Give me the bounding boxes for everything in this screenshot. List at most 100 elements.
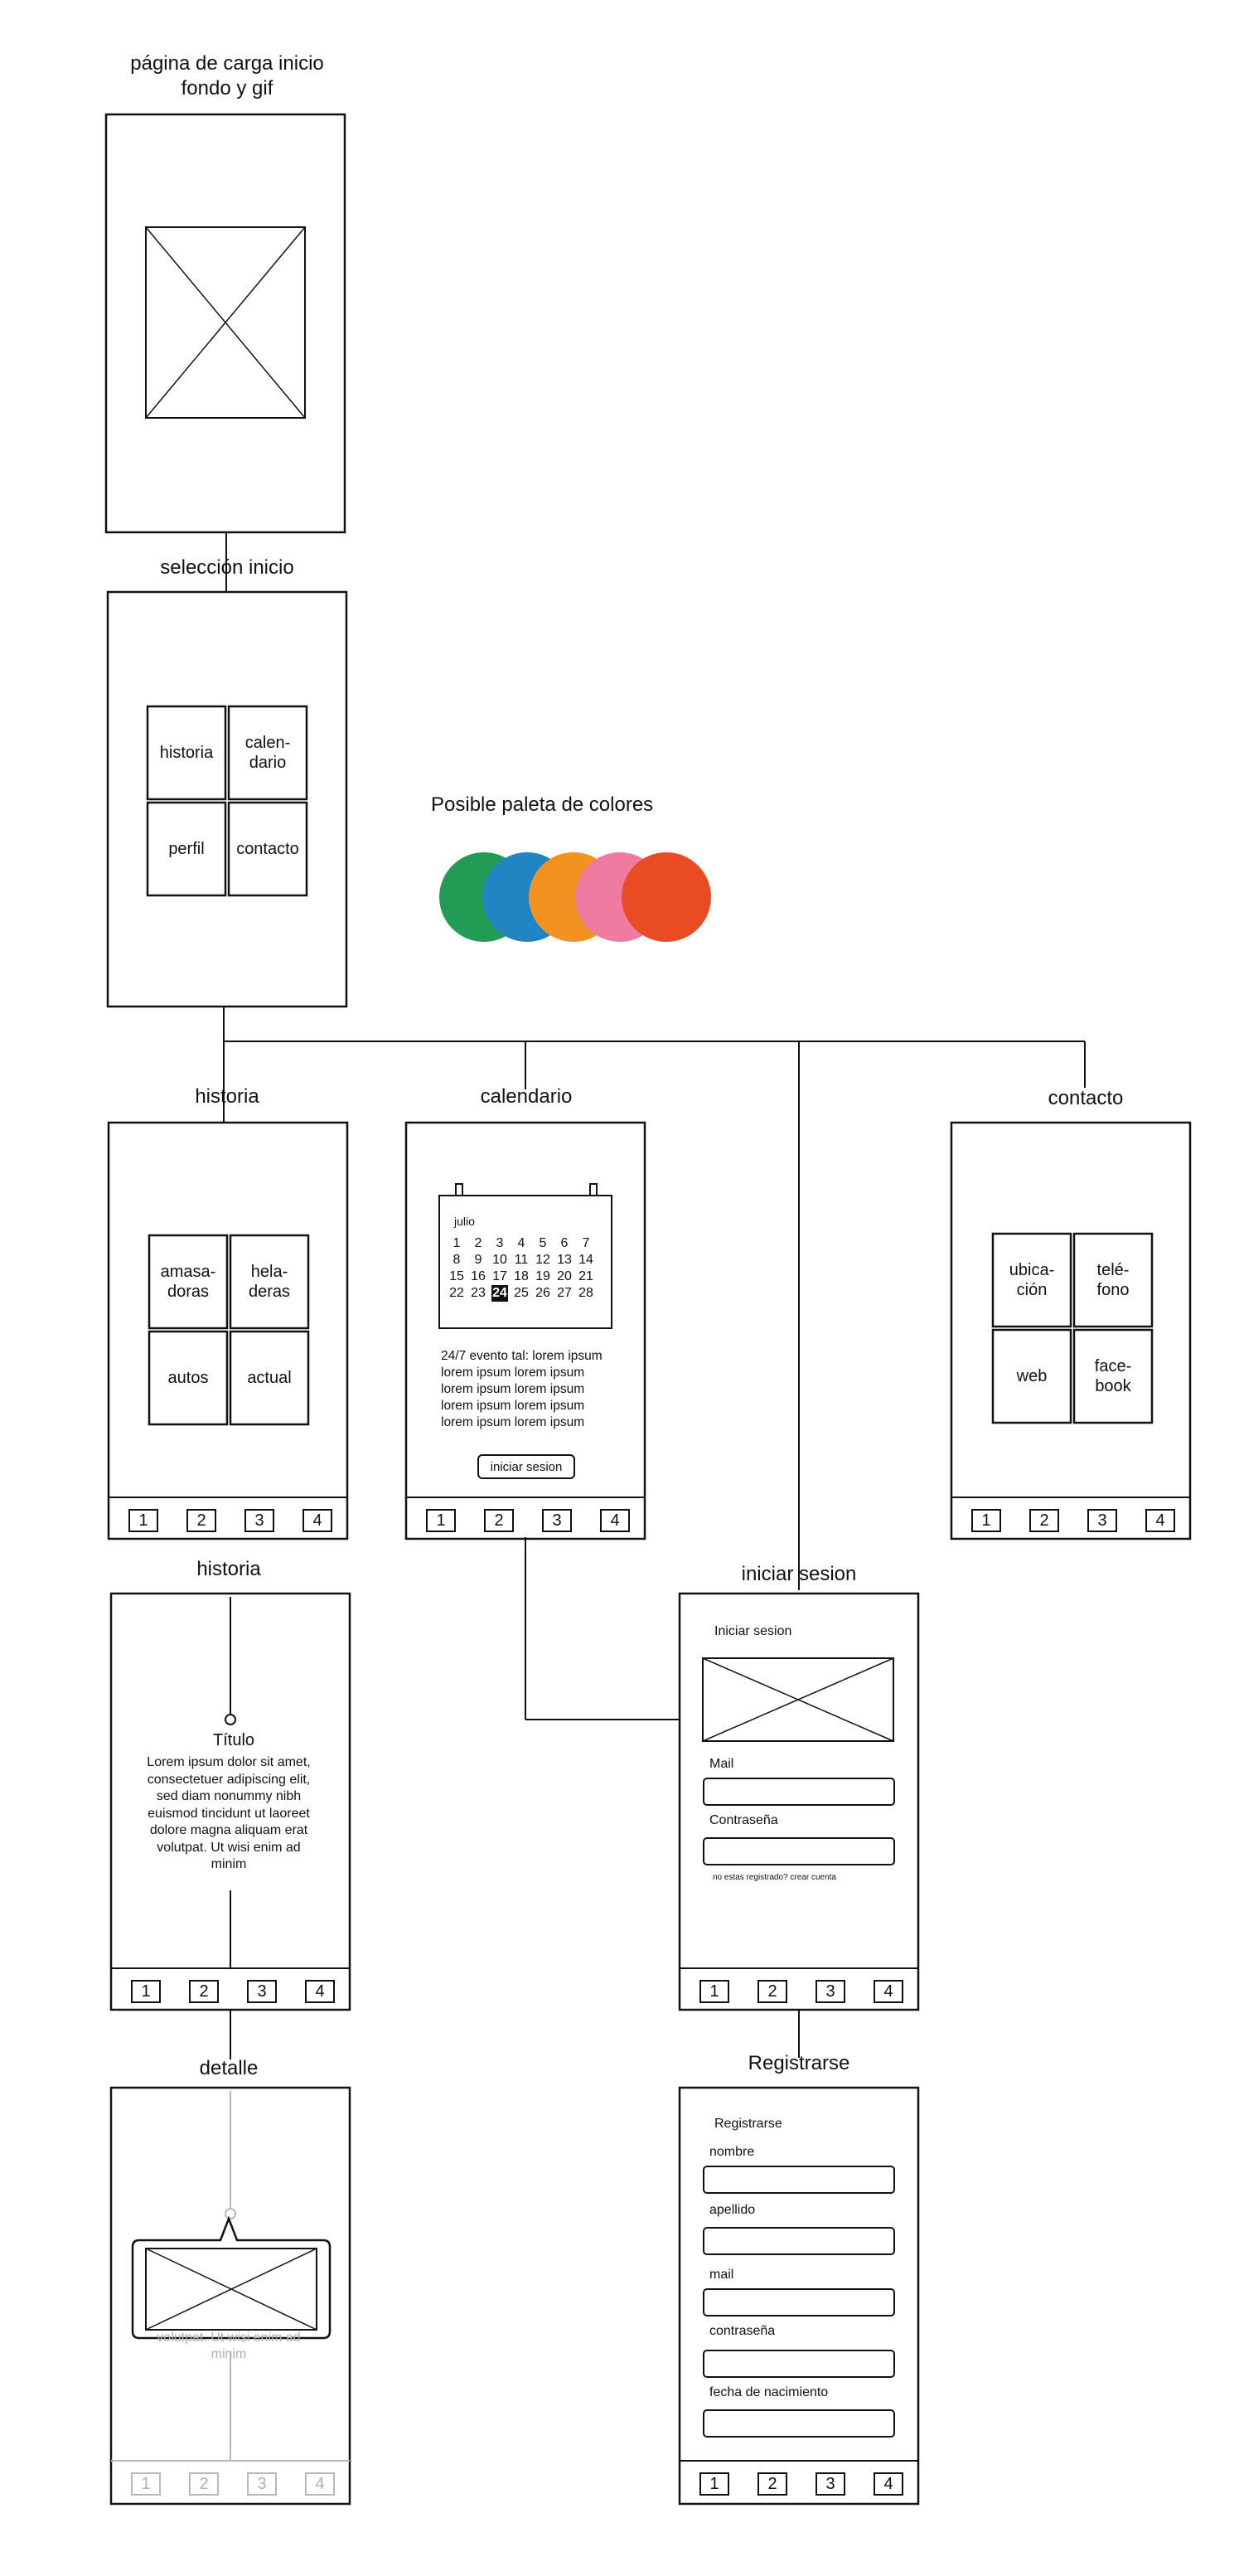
calendar-day-12[interactable]: 12 <box>535 1253 550 1267</box>
register-input-apellido[interactable] <box>703 2227 895 2255</box>
register-label-apellido: apellido <box>709 2203 756 2217</box>
calendar-day-23[interactable]: 23 <box>471 1286 486 1300</box>
selection-tile-historia[interactable]: historia <box>159 744 214 762</box>
calendar-month: julio <box>454 1215 475 1228</box>
contacto-nav-item-1[interactable]: 1 <box>971 1509 1001 1532</box>
historia-tile-amasadoras[interactable]: amasa- doras <box>160 1263 216 1301</box>
contacto-tile-ubicacion[interactable]: ubica- ción <box>1009 1261 1055 1299</box>
login-mail-label: Mail <box>709 1757 734 1771</box>
calendario-nav-item-1[interactable]: 1 <box>426 1509 456 1532</box>
contacto-tile-web[interactable]: web <box>1016 1367 1048 1385</box>
register-input-contrasena[interactable] <box>703 2350 895 2378</box>
loading-screen-frame <box>104 113 346 534</box>
historia-tile-outline-0 <box>148 1234 229 1330</box>
calendar-day-16[interactable]: 16 <box>471 1269 486 1283</box>
calendar-day-22[interactable]: 22 <box>449 1286 464 1300</box>
timeline-node <box>225 1714 236 1725</box>
calendar-day-4[interactable]: 4 <box>517 1236 525 1250</box>
selection-tile-contacto[interactable]: contacto <box>236 840 299 858</box>
calendar-day-13[interactable]: 13 <box>557 1253 572 1267</box>
calendario-screen-title: calendario <box>480 1085 573 1108</box>
calendar-day-14[interactable]: 14 <box>578 1253 593 1267</box>
historia-detail-nav-item-4[interactable]: 4 <box>305 1980 335 2003</box>
detalle-nav-item-4[interactable]: 4 <box>305 2472 335 2496</box>
register-input-mail[interactable] <box>703 2288 895 2316</box>
historia-detail-heading: Título <box>212 1731 255 1749</box>
calendar-day-8[interactable]: 8 <box>453 1253 461 1267</box>
selection-tile-outline-2 <box>146 801 227 897</box>
contacto-nav-item-2[interactable]: 2 <box>1029 1509 1059 1532</box>
calendario-nav-item-3[interactable]: 3 <box>542 1509 572 1532</box>
login-register-link[interactable]: no estas registrado? crear cuenta <box>713 1873 836 1882</box>
calendar-day-27[interactable]: 27 <box>557 1286 572 1300</box>
historia-detail-body: Lorem ipsum dolor sit amet, consectetuer… <box>147 1755 311 1871</box>
detalle-nav-item-2[interactable]: 2 <box>189 2472 219 2496</box>
calendar-day-3[interactable]: 3 <box>496 1236 504 1250</box>
calendar-day-25[interactable]: 25 <box>514 1286 529 1300</box>
selection-tile-perfil[interactable]: perfil <box>168 840 205 858</box>
contacto-tile-outline-3 <box>1072 1328 1154 1424</box>
register-header: Registrarse <box>714 2117 782 2131</box>
login-nav-item-4[interactable]: 4 <box>874 1980 903 2003</box>
calendar-box <box>438 1195 612 1329</box>
contacto-tile-telefono[interactable]: telé- fono <box>1096 1261 1130 1299</box>
contacto-tile-outline-2 <box>991 1328 1072 1424</box>
login-header: Iniciar sesion <box>714 1624 792 1638</box>
contacto-tile-facebook[interactable]: face- book <box>1094 1357 1132 1395</box>
historia-nav-item-1[interactable]: 1 <box>128 1509 158 1532</box>
login-nav-item-3[interactable]: 3 <box>816 1980 845 2003</box>
register-nav-item-4[interactable]: 4 <box>874 2472 903 2496</box>
historia-detail-nav-item-3[interactable]: 3 <box>247 1980 277 2003</box>
historia-tile-outline-1 <box>229 1234 310 1330</box>
calendar-day-5[interactable]: 5 <box>539 1236 547 1250</box>
calendar-day-1[interactable]: 1 <box>453 1236 461 1250</box>
calendar-ring-tabs <box>455 1183 598 1196</box>
calendar-day-10[interactable]: 10 <box>492 1253 507 1267</box>
calendar-day-11[interactable]: 11 <box>514 1253 529 1267</box>
calendar-day-26[interactable]: 26 <box>535 1286 550 1300</box>
calendar-day-2[interactable]: 2 <box>474 1236 482 1250</box>
historia-nav-item-4[interactable]: 4 <box>302 1509 332 1532</box>
calendar-day-18[interactable]: 18 <box>514 1269 529 1283</box>
contacto-tile-outline-0 <box>991 1232 1072 1328</box>
detalle-nav-item-1[interactable]: 1 <box>131 2472 161 2496</box>
historia-tile-heladeras[interactable]: hela- deras <box>248 1263 291 1301</box>
selection-tile-outline-1 <box>227 705 308 801</box>
historia-detail-nav-item-2[interactable]: 2 <box>189 1980 219 2003</box>
calendar-day-21[interactable]: 21 <box>578 1269 593 1283</box>
login-nav-item-1[interactable]: 1 <box>699 1980 729 2003</box>
login-nav-item-2[interactable]: 2 <box>757 1980 787 2003</box>
calendario-nav-item-2[interactable]: 2 <box>484 1509 514 1532</box>
loading-gif-placeholder <box>145 226 306 419</box>
calendar-day-24[interactable]: 24 <box>491 1285 508 1302</box>
calendar-day-28[interactable]: 28 <box>578 1286 593 1300</box>
register-nav-item-3[interactable]: 3 <box>816 2472 845 2496</box>
calendar-day-19[interactable]: 19 <box>535 1269 550 1283</box>
selection-tile-calendario[interactable]: calen- dario <box>244 734 291 772</box>
login-mail-input[interactable] <box>703 1778 895 1806</box>
historia-tile-actual[interactable]: actual <box>247 1369 292 1387</box>
login-password-input[interactable] <box>703 1837 895 1865</box>
calendar-day-15[interactable]: 15 <box>449 1269 464 1283</box>
calendar-day-20[interactable]: 20 <box>557 1269 572 1283</box>
calendar-day-9[interactable]: 9 <box>474 1253 482 1267</box>
historia-nav-item-3[interactable]: 3 <box>244 1509 274 1532</box>
historia-tile-autos[interactable]: autos <box>167 1369 209 1387</box>
register-input-fecha-nacimiento[interactable] <box>703 2409 895 2438</box>
calendario-screen-frame <box>404 1121 646 1540</box>
historia-screen-title: historia <box>195 1085 259 1108</box>
register-nav-item-1[interactable]: 1 <box>699 2472 729 2496</box>
historia-detail-nav-item-1[interactable]: 1 <box>131 1980 161 2003</box>
contacto-nav-item-4[interactable]: 4 <box>1145 1509 1175 1532</box>
calendar-day-6[interactable]: 6 <box>560 1236 569 1250</box>
historia-nav-item-2[interactable]: 2 <box>186 1509 216 1532</box>
register-input-nombre[interactable] <box>703 2166 895 2194</box>
calendar-day-7[interactable]: 7 <box>582 1236 590 1250</box>
calendar-login-button[interactable]: iniciar sesion <box>477 1454 575 1479</box>
register-nav-item-2[interactable]: 2 <box>757 2472 787 2496</box>
calendario-nav-item-4[interactable]: 4 <box>600 1509 630 1532</box>
contacto-nav-item-3[interactable]: 3 <box>1087 1509 1117 1532</box>
detalle-nav-item-3[interactable]: 3 <box>247 2472 277 2496</box>
calendar-day-17[interactable]: 17 <box>492 1269 507 1283</box>
